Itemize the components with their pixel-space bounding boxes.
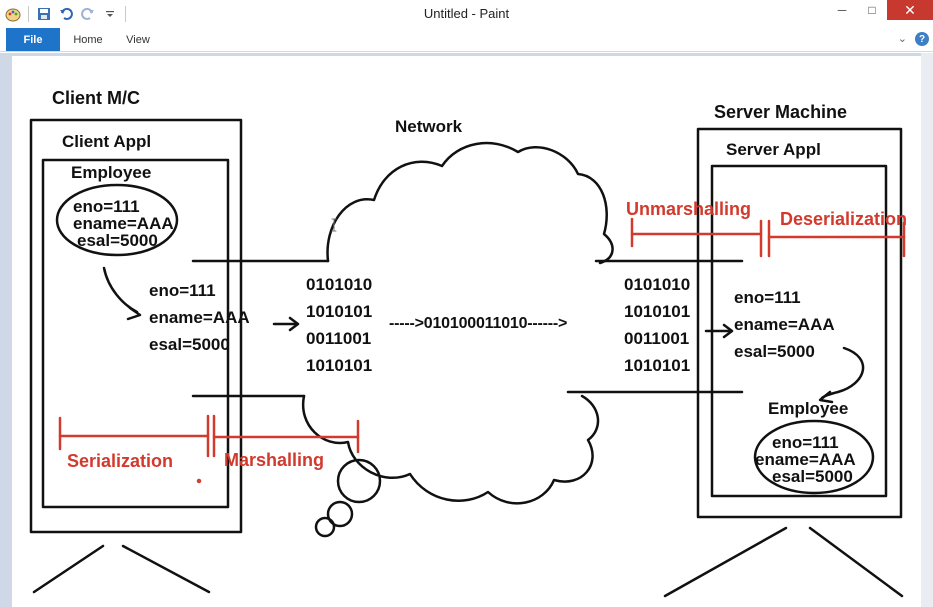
binary-left-line: 0011001	[306, 329, 372, 348]
serialization-label: Serialization	[67, 451, 174, 471]
client-app-box	[41, 158, 230, 509]
client-stand-right-leg	[121, 544, 211, 594]
collapse-ribbon-icon[interactable]: ⌄	[897, 33, 907, 45]
cloud-bubble-medium	[326, 500, 354, 528]
binary-stream: ----->010100011010------>	[389, 315, 568, 332]
client-object-esal: esal=5000	[77, 231, 158, 250]
binary-left-line: 0101010	[306, 275, 373, 294]
close-button[interactable]: ✕	[887, 0, 933, 20]
server-object-esal: esal=5000	[772, 467, 853, 486]
server-stand-left-leg	[663, 526, 788, 598]
client-employee-label: Employee	[71, 163, 152, 182]
vertical-scrollbar[interactable]	[921, 53, 933, 607]
server-app-box	[710, 164, 888, 498]
binary-right-line: 1010101	[624, 302, 691, 321]
drawing-canvas[interactable]: Client M/C Client Appl Employee eno=111 …	[12, 56, 921, 607]
server-arrow-head	[818, 390, 834, 404]
server-employee-oval	[753, 419, 875, 495]
marshalling-label: Marshalling	[224, 450, 325, 470]
binary-right-line: 0011001	[624, 329, 690, 348]
server-machine-box	[696, 127, 903, 519]
client-machine-box	[29, 118, 243, 534]
binary-right-line: 0101010	[624, 275, 691, 294]
binary-left-line: 1010101	[306, 356, 373, 375]
client-flow-eno: eno=111	[149, 281, 216, 300]
tab-home[interactable]: Home	[73, 33, 103, 46]
network-cloud-top	[326, 141, 614, 265]
server-stand-right-leg	[808, 526, 904, 598]
client-app-label: Client Appl	[62, 132, 152, 151]
title-bar: Untitled - Paint ─ □ ✕	[0, 0, 933, 28]
client-object-ename: ename=AAA	[73, 214, 174, 233]
client-employee-oval	[55, 183, 179, 257]
paint-app-icon[interactable]	[4, 5, 22, 23]
save-icon[interactable]	[35, 5, 53, 23]
cloud-bubble-large	[336, 458, 382, 504]
ribbon-right-controls: ⌄ ?	[898, 32, 929, 46]
paint-workspace: Client M/C Client Appl Employee eno=111 …	[0, 53, 933, 607]
client-arrow-head	[126, 306, 142, 321]
binary-to-server-arrowhead	[722, 323, 734, 339]
minimize-button[interactable]: ─	[837, 3, 847, 17]
network-cloud-bottom	[301, 394, 600, 505]
text-cursor-icon	[331, 218, 337, 232]
redo-icon[interactable]	[79, 5, 97, 23]
binary-left-block: 0101010 1010101 0011001 1010101	[306, 271, 372, 379]
cloud-bubble-small	[314, 516, 336, 538]
server-app-label: Server Appl	[726, 140, 821, 159]
tab-file[interactable]: File	[6, 28, 60, 51]
customize-toolbar-icon[interactable]	[101, 5, 119, 23]
server-machine-label: Server Machine	[714, 102, 848, 122]
server-object-fields: eno=111 ename=AAA esal=5000	[755, 434, 856, 485]
client-to-binary-arrowhead	[288, 316, 300, 332]
help-icon[interactable]: ?	[915, 32, 929, 46]
client-flow-esal: esal=5000	[149, 335, 230, 354]
server-flow-esal: esal=5000	[734, 342, 815, 361]
quick-access-toolbar	[4, 4, 128, 24]
server-flow-ename: ename=AAA	[734, 315, 835, 334]
toolbar-separator	[125, 6, 126, 22]
undo-icon[interactable]	[57, 5, 75, 23]
toolbar-separator	[28, 6, 29, 22]
ribbon-tab-bar: File Home View ⌄ ?	[0, 28, 933, 52]
window-controls: ─ □ ✕	[827, 0, 933, 22]
server-employee-label: Employee	[768, 399, 849, 418]
client-stand-left-leg	[32, 544, 105, 594]
window-title: Untitled - Paint	[423, 6, 510, 21]
tab-view[interactable]: View	[126, 33, 150, 46]
drawing-strokes	[29, 118, 906, 598]
binary-left-line: 1010101	[306, 302, 373, 321]
maximize-button[interactable]: □	[868, 3, 876, 17]
server-object-ename: ename=AAA	[755, 450, 856, 469]
unmarshalling-label: Unmarshalling	[626, 199, 752, 219]
deserialization-label: Deserialization	[780, 209, 908, 229]
red-dot	[196, 478, 202, 484]
client-flow-fields: eno=111 ename=AAA esal=5000	[149, 277, 250, 358]
client-machine-label: Client M/C	[52, 88, 140, 108]
server-flow-eno: eno=111	[734, 288, 801, 307]
client-flow-ename: ename=AAA	[149, 308, 250, 327]
server-flow-fields: eno=111 ename=AAA esal=5000	[734, 284, 835, 365]
binary-right-block: 0101010 1010101 0011001 1010101	[624, 271, 690, 379]
binary-right-line: 1010101	[624, 356, 691, 375]
network-label: Network	[395, 117, 463, 136]
server-object-eno: eno=111	[772, 433, 839, 452]
client-arrow-curve	[102, 266, 139, 314]
client-object-eno: eno=111	[73, 197, 140, 216]
client-object-fields: eno=111 ename=AAA esal=5000	[73, 198, 174, 249]
